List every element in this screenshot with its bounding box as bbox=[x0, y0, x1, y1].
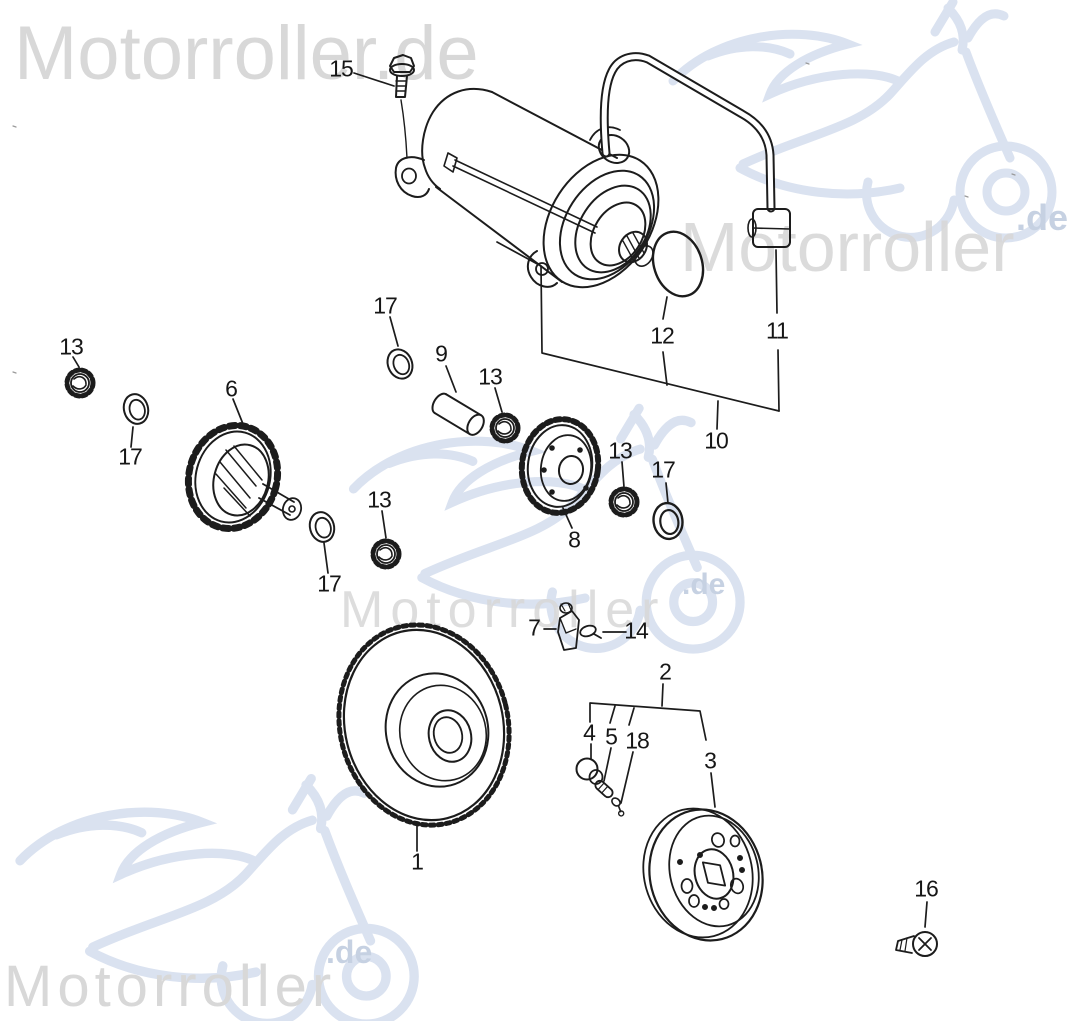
pinion-13-mid-left bbox=[373, 541, 399, 567]
pin-9-leader bbox=[445, 365, 457, 393]
bracket-lines-2 bbox=[589, 683, 716, 808]
frame-and-leader-lines bbox=[496, 241, 780, 430]
callout-14: 14 bbox=[624, 617, 649, 644]
callout-13-c: 13 bbox=[478, 363, 503, 390]
callout-16: 16 bbox=[914, 875, 939, 902]
flywheel-rotor-3 bbox=[642, 807, 764, 942]
callout-13-b: 13 bbox=[367, 486, 392, 513]
watermark-text-top-left: Motorroller.de bbox=[14, 11, 479, 96]
callout-18: 18 bbox=[625, 727, 650, 754]
callout-4: 4 bbox=[583, 719, 596, 746]
washer-leader-lines bbox=[130, 316, 669, 574]
watermark-suffix-bottom-left: .de bbox=[326, 934, 373, 970]
callout-15: 15 bbox=[329, 55, 354, 82]
starter-motor-drawing bbox=[394, 87, 660, 289]
callout-17-b: 17 bbox=[317, 570, 342, 597]
callout-5: 5 bbox=[605, 723, 618, 750]
cable-tube-11 bbox=[599, 52, 791, 248]
callout-10: 10 bbox=[704, 427, 729, 454]
callout-13-a: 13 bbox=[59, 333, 84, 360]
callout-7: 7 bbox=[528, 614, 541, 641]
watermark-suffix-middle: .de bbox=[682, 568, 726, 601]
screw-16 bbox=[895, 901, 938, 957]
callout-3: 3 bbox=[704, 747, 717, 774]
pinion-13-right bbox=[611, 489, 637, 515]
callout-17-d: 17 bbox=[651, 456, 676, 483]
callout-13-d: 13 bbox=[608, 437, 633, 464]
callout-17-a: 17 bbox=[118, 443, 143, 470]
watermark-text-bottom-left: Motorroller bbox=[4, 954, 337, 1019]
callout-8: 8 bbox=[568, 526, 581, 553]
washer-17-mid-left bbox=[305, 508, 339, 546]
callout-1: 1 bbox=[411, 848, 424, 875]
clip-14 bbox=[579, 624, 627, 639]
pin-18 bbox=[611, 797, 625, 817]
watermark-text-top-right: Motorroller bbox=[680, 208, 1015, 286]
callout-9: 9 bbox=[435, 340, 448, 367]
callout-6: 6 bbox=[225, 375, 238, 402]
starter-gear-8 bbox=[518, 416, 602, 529]
o-ring-12 bbox=[651, 230, 705, 298]
idler-gear-6 bbox=[184, 398, 303, 533]
scan-speckles bbox=[12, 62, 1016, 374]
pawl-7 bbox=[543, 602, 580, 651]
washer-17-center bbox=[382, 344, 418, 384]
washer-17-top-left bbox=[119, 390, 153, 428]
callout-11: 11 bbox=[766, 317, 789, 344]
spring-5 bbox=[594, 779, 614, 799]
callout-2: 2 bbox=[659, 658, 672, 685]
pin-9 bbox=[431, 392, 485, 436]
ring-gear-1 bbox=[336, 622, 512, 852]
pinion-leader-lines bbox=[72, 356, 625, 539]
callout-17-c: 17 bbox=[373, 292, 398, 319]
washer-17-right bbox=[650, 499, 686, 543]
flange-bolt-15 bbox=[353, 54, 415, 159]
watermark-suffix-top-right: .de bbox=[1016, 197, 1069, 238]
pinion-13-center bbox=[492, 415, 518, 441]
pinion-13-top-left bbox=[67, 370, 93, 396]
callout-12: 12 bbox=[650, 322, 675, 349]
